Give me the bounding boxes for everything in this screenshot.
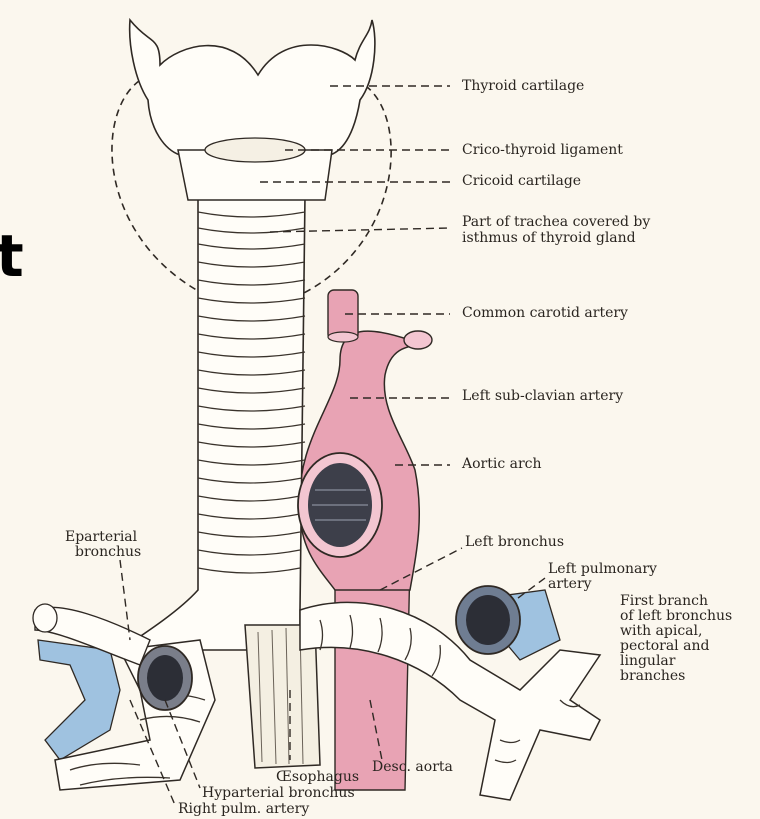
label-left-pulmonary-artery-1: Left pulmonary bbox=[548, 562, 657, 577]
label-eparterial-bronchus-2: bronchus bbox=[75, 545, 141, 560]
right-pulmonary-artery bbox=[38, 640, 120, 760]
label-oesophagus: Œsophagus bbox=[276, 770, 359, 785]
label-hyparterial-bronchus: Hyparterial bronchus bbox=[202, 786, 355, 801]
label-first-branch-3: with apical, bbox=[620, 624, 702, 639]
common-carotid-opening bbox=[328, 332, 358, 342]
eparterial-bronchus-opening bbox=[33, 604, 57, 632]
left-subclavian-artery-opening bbox=[404, 331, 432, 349]
label-right-pulm-artery: Right pulm. artery bbox=[178, 802, 309, 817]
label-left-pulmonary-artery-2: artery bbox=[548, 577, 592, 592]
trachea bbox=[120, 195, 305, 650]
label-first-branch-2: of left bronchus bbox=[620, 609, 732, 624]
label-eparterial-bronchus-1: Eparterial bbox=[65, 530, 137, 545]
thyroid-cartilage bbox=[130, 20, 375, 155]
label-cricoid-cartilage: Cricoid cartilage bbox=[462, 174, 581, 189]
slide-text-fragment: t bbox=[0, 222, 24, 290]
label-trachea-isthmus-2: isthmus of thyroid gland bbox=[462, 231, 636, 246]
label-left-subclavian-artery: Left sub-clavian artery bbox=[462, 389, 623, 404]
label-desc-aorta: Desc. aorta bbox=[372, 760, 453, 775]
label-trachea-isthmus-1: Part of trachea covered by bbox=[462, 215, 650, 230]
label-first-branch-6: branches bbox=[620, 669, 685, 684]
label-first-branch-4: pectoral and bbox=[620, 639, 709, 654]
label-left-bronchus: Left bronchus bbox=[465, 535, 564, 550]
label-thyroid-cartilage: Thyroid cartilage bbox=[462, 79, 584, 94]
label-first-branch-5: lingular bbox=[620, 654, 675, 669]
label-first-branch-1: First branch bbox=[620, 594, 708, 609]
label-aortic-arch: Aortic arch bbox=[462, 457, 542, 472]
descending-aorta bbox=[335, 560, 410, 790]
label-crico-thyroid-ligament: Crico-thyroid ligament bbox=[462, 143, 623, 158]
label-common-carotid-artery: Common carotid artery bbox=[462, 306, 628, 321]
